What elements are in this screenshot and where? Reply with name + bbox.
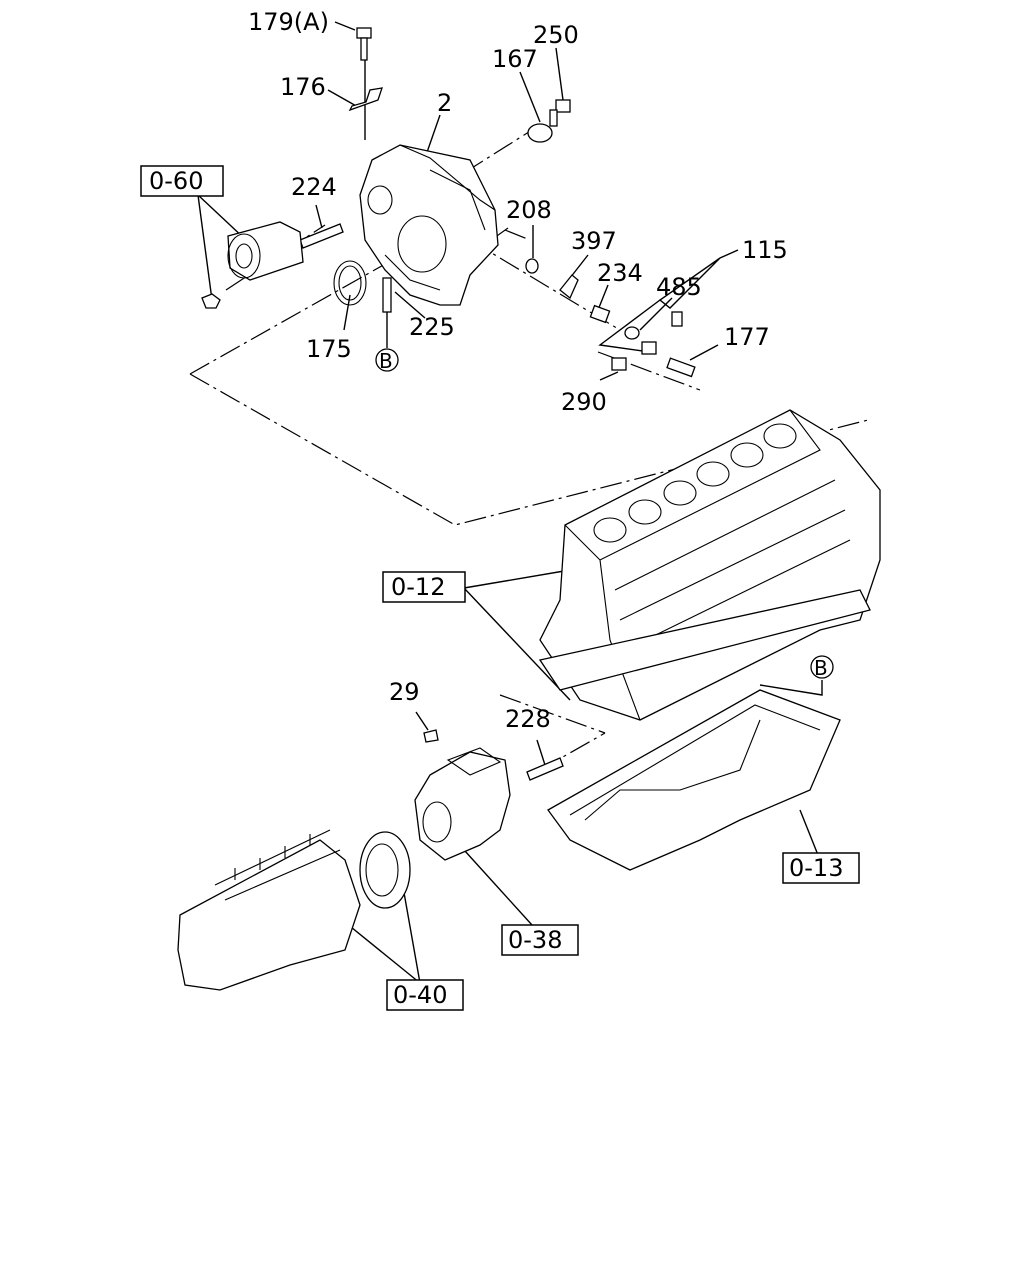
- ref-box-0-12: 0-12: [382, 571, 466, 603]
- label-250: 250: [533, 21, 579, 49]
- bracket-176: [348, 87, 383, 112]
- bolt-177: [666, 357, 696, 378]
- key-29: [423, 729, 439, 743]
- svg-text:0-38: 0-38: [508, 926, 562, 954]
- label-290: 290: [561, 388, 607, 416]
- marker-b-pan: B: [810, 655, 834, 680]
- svg-text:0-40: 0-40: [393, 981, 447, 1009]
- bolt-179a: [356, 27, 372, 61]
- injection-pump-0-40: [177, 829, 361, 991]
- fitting-115: [641, 311, 683, 355]
- gasket-167: [527, 123, 553, 143]
- ref-box-0-40: 0-40: [386, 979, 464, 1011]
- label-175: 175: [306, 335, 352, 363]
- label-485: 485: [656, 273, 702, 301]
- label-234: 234: [597, 259, 643, 287]
- timing-case-2: [359, 144, 499, 306]
- label-179a: 179(A): [248, 8, 329, 36]
- component-0-60: [201, 221, 304, 309]
- label-29: 29: [389, 678, 420, 706]
- air-compressor-0-38: [414, 747, 511, 861]
- label-228: 228: [505, 705, 551, 733]
- stud-228: [526, 757, 564, 781]
- part-labels: 179(A) 176 2 250 167 224 208 397 115 234…: [248, 8, 788, 733]
- stud-224: [299, 223, 344, 249]
- label-224: 224: [291, 173, 337, 201]
- label-225: 225: [409, 313, 455, 341]
- bolt-250: [549, 99, 571, 127]
- stud-225: [382, 277, 392, 313]
- ref-box-0-60: 0-60: [140, 165, 224, 197]
- marker-b-top: B: [375, 348, 399, 373]
- bolt-290: [611, 357, 627, 371]
- coupling-0-40: [359, 831, 411, 909]
- svg-text:0-60: 0-60: [149, 167, 203, 195]
- washer-485: [624, 326, 640, 340]
- bracket-397: [559, 274, 579, 300]
- label-177: 177: [724, 323, 770, 351]
- svg-text:B: B: [379, 349, 393, 373]
- label-115: 115: [742, 236, 788, 264]
- label-208: 208: [506, 196, 552, 224]
- label-167: 167: [492, 45, 538, 73]
- ref-box-0-13: 0-13: [782, 852, 860, 884]
- dowel-208: [525, 258, 539, 274]
- oil-pan-0-13: [547, 689, 841, 871]
- label-397: 397: [571, 227, 617, 255]
- seal-175: [333, 260, 367, 306]
- svg-text:B: B: [814, 656, 828, 680]
- ref-box-0-38: 0-38: [501, 924, 579, 956]
- svg-text:0-12: 0-12: [391, 573, 445, 601]
- svg-text:0-13: 0-13: [789, 854, 843, 882]
- cylinder-block-0-12: [538, 409, 881, 721]
- bolt-234: [589, 304, 611, 324]
- label-2: 2: [437, 89, 452, 117]
- label-176: 176: [280, 73, 326, 101]
